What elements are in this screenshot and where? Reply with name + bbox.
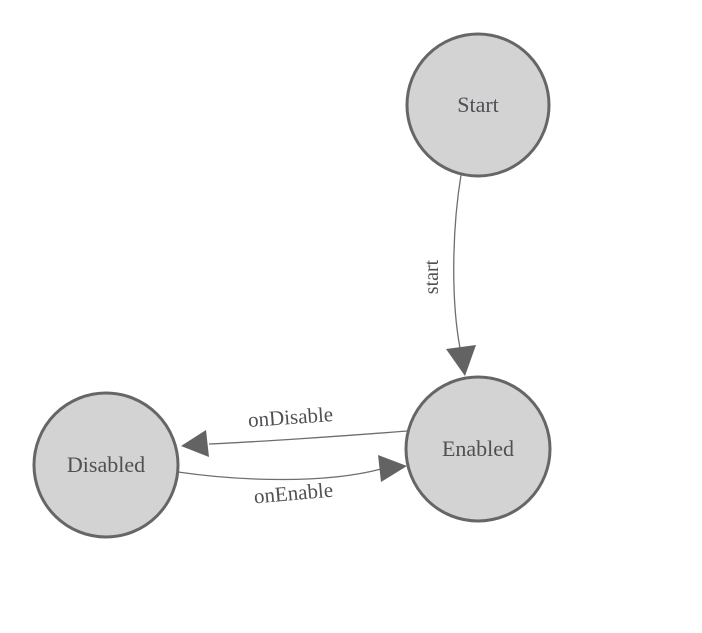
arrowhead-start-to-enabled [446, 345, 476, 376]
transition-start-to-enabled-line [453, 174, 462, 349]
arrowhead-disabled-to-enabled [378, 455, 407, 482]
transition-disabled-to-enabled: onEnable [177, 455, 407, 509]
state-circle-enabled [404, 375, 552, 523]
state-circle-disabled [32, 391, 180, 539]
state-circle-start [405, 32, 551, 178]
transition-enabled-to-disabled: onDisable [181, 402, 408, 457]
transition-disabled-to-enabled-line [177, 468, 382, 481]
state-label-disabled: Disabled [67, 452, 145, 477]
state-label-start: Start [457, 92, 499, 117]
state-node-start: Start [405, 32, 551, 178]
transition-enabled-to-disabled-line [208, 430, 408, 445]
arrowhead-enabled-to-disabled [181, 430, 209, 457]
transition-label-start: start [421, 259, 443, 294]
transition-start-to-enabled: start [421, 174, 476, 376]
transition-label-ondisable: onDisable [247, 402, 334, 432]
state-label-enabled: Enabled [442, 436, 514, 461]
state-node-disabled: Disabled [32, 391, 180, 539]
state-node-enabled: Enabled [404, 375, 552, 523]
transition-label-onenable: onEnable [253, 478, 334, 509]
